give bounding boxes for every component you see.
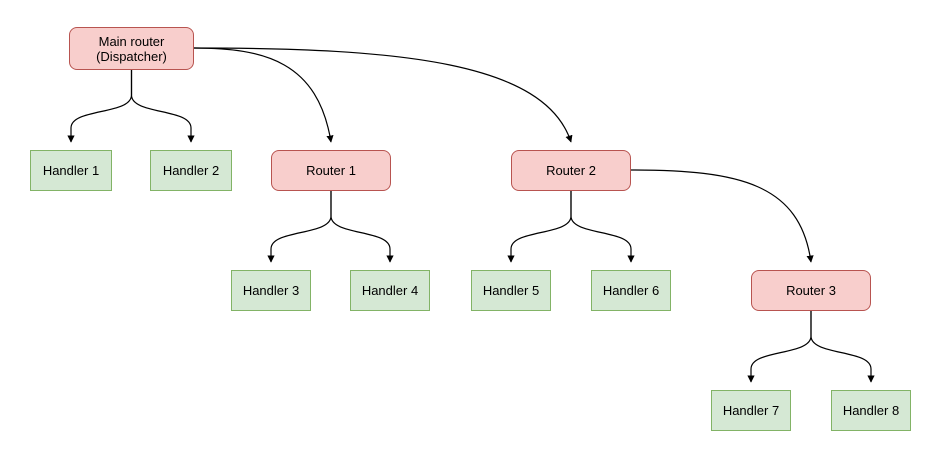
node-handler-3[interactable]: Handler 3	[231, 270, 311, 311]
edge-router-2-to-handler-5	[507, 191, 572, 263]
edge-router-3-to-handler-8	[810, 311, 875, 383]
node-main-router[interactable]: Main router (Dispatcher)	[69, 27, 194, 70]
node-handler-6-label: Handler 6	[602, 283, 660, 298]
node-handler-8-label: Handler 8	[842, 403, 900, 418]
edge-main-router-to-handler-1	[67, 70, 133, 143]
node-handler-3-label: Handler 3	[242, 283, 300, 298]
edge-router-1-to-handler-4	[330, 191, 394, 263]
node-handler-6[interactable]: Handler 6	[591, 270, 671, 311]
edge-router-1-to-handler-3	[267, 191, 332, 263]
node-handler-7-label: Handler 7	[722, 403, 780, 418]
node-handler-5[interactable]: Handler 5	[471, 270, 551, 311]
edge-main-router-to-router-2	[193, 47, 573, 143]
node-handler-8[interactable]: Handler 8	[831, 390, 911, 431]
node-router-1-label: Router 1	[306, 163, 356, 178]
node-handler-4-label: Handler 4	[361, 283, 419, 298]
node-handler-7[interactable]: Handler 7	[711, 390, 791, 431]
node-router-1[interactable]: Router 1	[271, 150, 391, 191]
node-main-router-label: Main router (Dispatcher)	[96, 33, 167, 64]
edge-main-router-to-router-1	[193, 47, 334, 143]
edge-router-3-to-handler-7	[747, 311, 812, 383]
node-handler-5-label: Handler 5	[482, 283, 540, 298]
node-handler-1-label: Handler 1	[42, 163, 100, 178]
edge-router-2-to-handler-6	[570, 191, 635, 263]
node-handler-2-label: Handler 2	[162, 163, 220, 178]
node-router-2-label: Router 2	[546, 163, 596, 178]
node-handler-2[interactable]: Handler 2	[150, 150, 232, 191]
edge-router-2-to-router-3	[630, 169, 814, 263]
node-handler-1[interactable]: Handler 1	[30, 150, 112, 191]
node-router-2[interactable]: Router 2	[511, 150, 631, 191]
node-handler-4[interactable]: Handler 4	[350, 270, 430, 311]
node-router-3[interactable]: Router 3	[751, 270, 871, 311]
node-router-3-label: Router 3	[786, 283, 836, 298]
edge-main-router-to-handler-2	[130, 70, 195, 143]
